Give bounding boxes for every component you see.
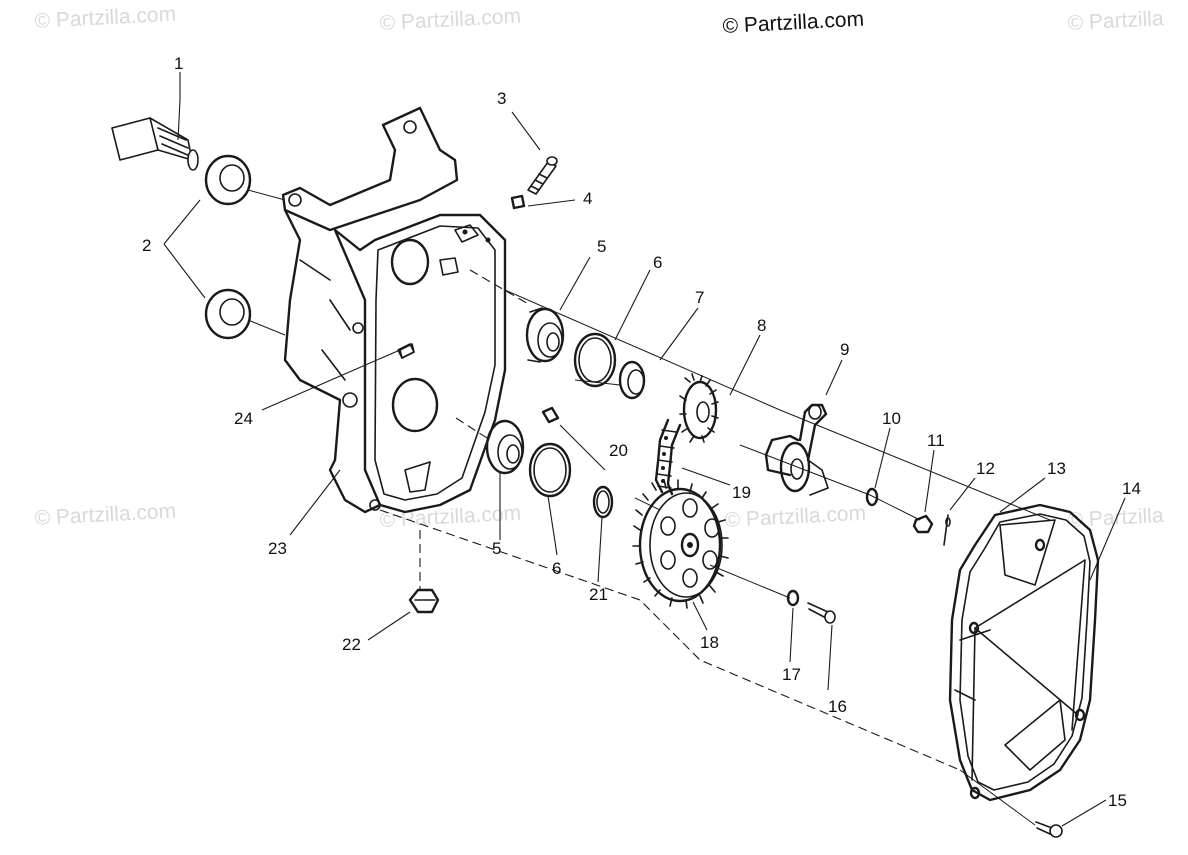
callout-22: 22	[342, 635, 361, 654]
part-9-tensioner	[764, 403, 829, 496]
callout-6-upper: 6	[653, 253, 662, 272]
callout-12: 12	[976, 459, 995, 478]
watermark-mid-right: © Partzilla.com	[724, 502, 867, 532]
watermark-top-right: © Partzilla	[1067, 7, 1164, 35]
part-22-drain-plug	[408, 588, 440, 614]
callout-5-lower: 5	[492, 539, 501, 558]
part-6-snap-rings	[528, 332, 617, 498]
callout-17: 17	[782, 665, 801, 684]
callout-6-lower: 6	[552, 559, 561, 578]
callout-20: 20	[609, 441, 628, 460]
callout-11: 11	[927, 431, 945, 450]
callout-16: 16	[828, 697, 847, 716]
watermark-layer: © Partzilla.com © Partzilla.com © Partzi…	[34, 3, 1164, 532]
watermark-far-right: © Partzilla	[1067, 504, 1164, 532]
chaincase-housing	[281, 106, 507, 514]
part-15-cover-bolt	[1035, 821, 1063, 838]
part-1-shaft	[111, 117, 199, 171]
callout-5-upper: 5	[597, 237, 606, 256]
callout-7: 7	[695, 288, 704, 307]
part-7-spacer	[618, 360, 646, 400]
part-8-upper-sprocket	[679, 373, 719, 443]
callout-21: 21	[589, 585, 608, 604]
callout-labels: 1 2 3 4 5 6 7 8 9 10 11 12 13 14 15 16 1…	[142, 54, 1141, 810]
copyright-brand: © Partzilla.com	[722, 8, 865, 38]
part-24-dowel	[397, 343, 415, 359]
part-3-4-bolt-nut	[510, 156, 558, 210]
callout-8: 8	[757, 316, 766, 335]
callout-9: 9	[840, 340, 849, 359]
watermark-mid-left: © Partzilla.com	[34, 500, 177, 530]
part-21-ring	[592, 485, 614, 519]
part-19-chain	[654, 418, 682, 496]
watermark-top-left: © Partzilla.com	[34, 3, 177, 33]
callout-24: 24	[234, 409, 253, 428]
watermark-top-center: © Partzilla.com	[379, 5, 522, 35]
leader-lines	[163, 72, 1126, 827]
part-16-17-bolt-washer	[786, 589, 836, 624]
part-20-pin	[541, 406, 560, 424]
part-5-bearings	[485, 307, 565, 475]
callout-10: 10	[882, 409, 901, 428]
callout-15: 15	[1108, 791, 1127, 810]
part-13-14-cover	[948, 503, 1100, 802]
callout-2: 2	[142, 236, 151, 255]
callout-13: 13	[1047, 459, 1066, 478]
part-10-11-12-hardware	[865, 487, 951, 546]
callout-19: 19	[732, 483, 751, 502]
callout-1: 1	[174, 54, 183, 73]
callout-3: 3	[497, 89, 506, 108]
part-18-large-sprocket	[632, 479, 729, 609]
callout-18: 18	[700, 633, 719, 652]
part-2-seals	[204, 154, 252, 340]
callout-23: 23	[268, 539, 287, 558]
callout-14: 14	[1122, 479, 1141, 498]
callout-4: 4	[583, 189, 592, 208]
